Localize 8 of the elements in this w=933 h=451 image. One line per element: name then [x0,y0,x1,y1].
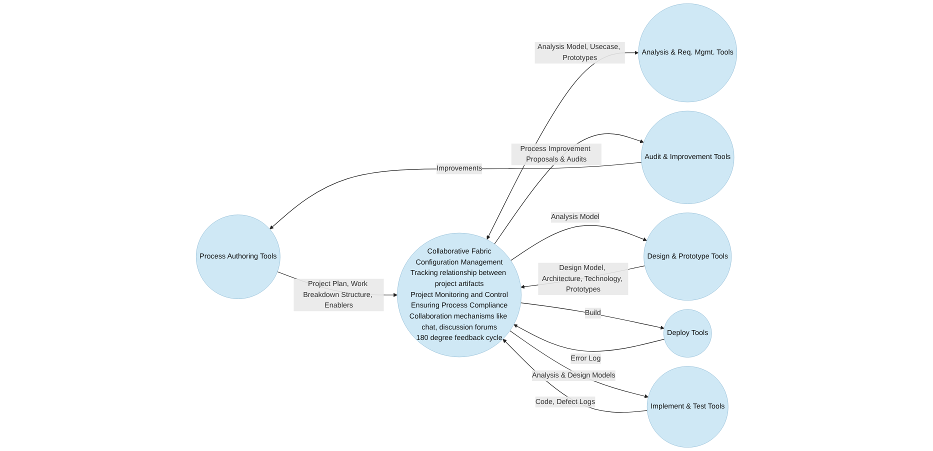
arrow [510,225,648,261]
arrow [270,162,642,230]
arrow [502,338,648,413]
arrow [514,324,665,352]
arrow [510,330,648,398]
arrow [486,50,639,240]
arrow [520,302,664,330]
arrow [494,133,644,244]
